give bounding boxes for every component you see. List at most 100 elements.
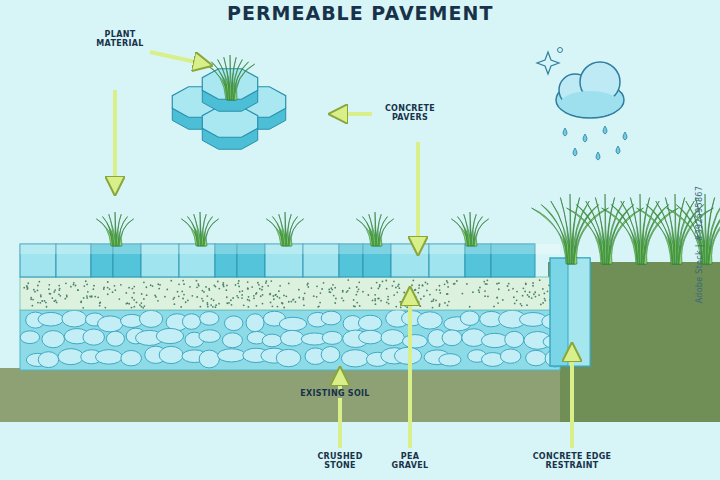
gravel-dot	[206, 302, 208, 304]
gravel-dot	[86, 297, 88, 299]
stone	[83, 329, 105, 345]
gravel-dot	[189, 286, 191, 288]
gravel-dot	[103, 286, 105, 288]
gravel-dot	[177, 291, 179, 293]
gravel-dot	[486, 279, 488, 281]
gravel-dot	[379, 284, 381, 286]
gravel-dot	[431, 300, 433, 302]
gravel-dot	[243, 304, 245, 306]
gravel-dot	[126, 302, 128, 304]
gravel-dot	[439, 292, 441, 294]
gravel-dot	[393, 294, 395, 296]
gravel-dot	[104, 307, 106, 309]
gravel-dot	[58, 289, 60, 291]
leader-arrow	[150, 52, 205, 64]
stone	[95, 350, 122, 365]
gravel-dot	[253, 295, 255, 297]
grass-tuft	[667, 194, 720, 264]
gravel-dot	[143, 305, 145, 307]
gravel-dot	[27, 282, 29, 284]
gravel-dot	[404, 305, 406, 307]
gravel-dot	[253, 297, 255, 299]
gravel-dot	[432, 300, 434, 302]
gravel-dot	[53, 291, 55, 293]
gravel-dot	[48, 288, 50, 290]
gravel-dot	[320, 292, 322, 294]
gravel-dot	[44, 300, 46, 302]
gravel-dot	[485, 283, 487, 285]
gravel-dot	[27, 287, 29, 289]
stone	[218, 349, 246, 362]
gravel-dot	[313, 295, 315, 297]
gravel-dot	[73, 282, 75, 284]
gravel-dot	[508, 283, 510, 285]
stone	[98, 316, 123, 332]
gravel-dot	[146, 294, 148, 296]
stone	[106, 331, 124, 346]
gravel-dot	[387, 299, 389, 301]
gravel-dot	[241, 294, 243, 296]
gravel-dot	[56, 301, 58, 303]
part-label: CONCRETE PAVERS	[378, 104, 442, 122]
gravel-dot	[46, 306, 48, 308]
gravel-dot	[133, 306, 135, 308]
gravel-dot	[201, 298, 203, 300]
gravel-dot	[75, 285, 77, 287]
gravel-dot	[533, 293, 535, 295]
diagram-title: PERMEABLE PAVEMENT	[227, 2, 493, 24]
gravel-dot	[222, 282, 224, 284]
gravel-dot	[393, 280, 395, 282]
gravel-dot	[152, 285, 154, 287]
gravel-dot	[261, 289, 263, 291]
rain-drop	[616, 146, 620, 154]
stone	[417, 312, 442, 329]
gravel-dot	[231, 304, 233, 306]
gravel-dot	[528, 296, 530, 298]
rain-drop	[623, 132, 627, 140]
gravel-dot	[37, 302, 39, 304]
gravel-dot	[99, 302, 101, 304]
gravel-dot	[414, 289, 416, 291]
gravel-dot	[226, 285, 228, 287]
gravel-dot	[85, 280, 87, 282]
gravel-dot	[292, 299, 294, 301]
gravel-dot	[120, 284, 122, 286]
gravel-dot	[396, 291, 398, 293]
stone	[139, 310, 162, 327]
gravel-dot	[241, 297, 243, 299]
stone	[402, 335, 427, 348]
stone	[381, 330, 404, 346]
gravel-dot	[395, 306, 397, 308]
gravel-dot	[208, 288, 210, 290]
gravel-dot	[215, 304, 217, 306]
gravel-dot	[469, 306, 471, 308]
gravel-dot	[542, 288, 544, 290]
gravel-dot	[241, 290, 243, 292]
gravel-dot	[349, 287, 351, 289]
grass-tuft	[602, 194, 679, 264]
gravel-dot	[80, 301, 82, 303]
gravel-dot	[112, 291, 114, 293]
gravel-dot	[307, 283, 309, 285]
gravel-dot	[114, 285, 116, 287]
part-label: PEA GRAVEL	[385, 452, 435, 470]
gravel-dot	[164, 296, 166, 298]
gravel-dot	[328, 288, 330, 290]
stone	[359, 330, 383, 344]
gravel-dot	[217, 281, 219, 283]
gravel-dot	[128, 303, 130, 305]
gravel-dot	[278, 290, 280, 292]
gravel-dot	[288, 301, 290, 303]
gravel-dot	[420, 298, 422, 300]
gravel-dot	[355, 294, 357, 296]
gravel-dot	[317, 306, 319, 308]
gravel-dot	[429, 294, 431, 296]
gravel-dot	[118, 298, 120, 300]
gravel-dot	[207, 295, 209, 297]
gravel-dot	[225, 289, 227, 291]
gravel-dot	[529, 291, 531, 293]
gravel-dot	[279, 285, 281, 287]
gravel-dot	[262, 303, 264, 305]
gravel-dot	[438, 305, 440, 307]
gravel-dot	[307, 286, 309, 288]
